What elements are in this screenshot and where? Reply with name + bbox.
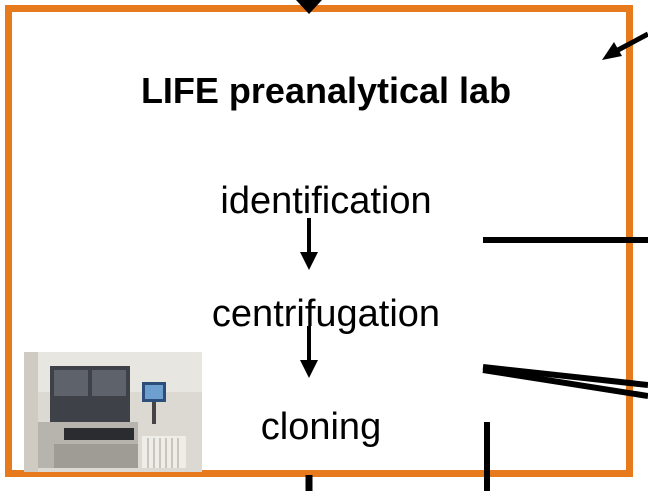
arrow-1-head bbox=[300, 252, 318, 270]
step-centrifugation: centrifugation bbox=[211, 293, 441, 335]
top-arrow-head bbox=[296, 0, 322, 14]
connector-centrifugation-b bbox=[482, 367, 648, 399]
title-pointer-head bbox=[602, 42, 622, 60]
arrow-2-head bbox=[300, 360, 318, 378]
title-pointer-line bbox=[616, 31, 648, 53]
step-cloning: cloning bbox=[260, 406, 382, 448]
step-identification: identification bbox=[220, 180, 432, 222]
lab-machine-photo bbox=[24, 352, 202, 472]
connector-centrifugation-a bbox=[482, 364, 648, 388]
diagram-title: LIFE preanalytical lab bbox=[140, 70, 512, 111]
